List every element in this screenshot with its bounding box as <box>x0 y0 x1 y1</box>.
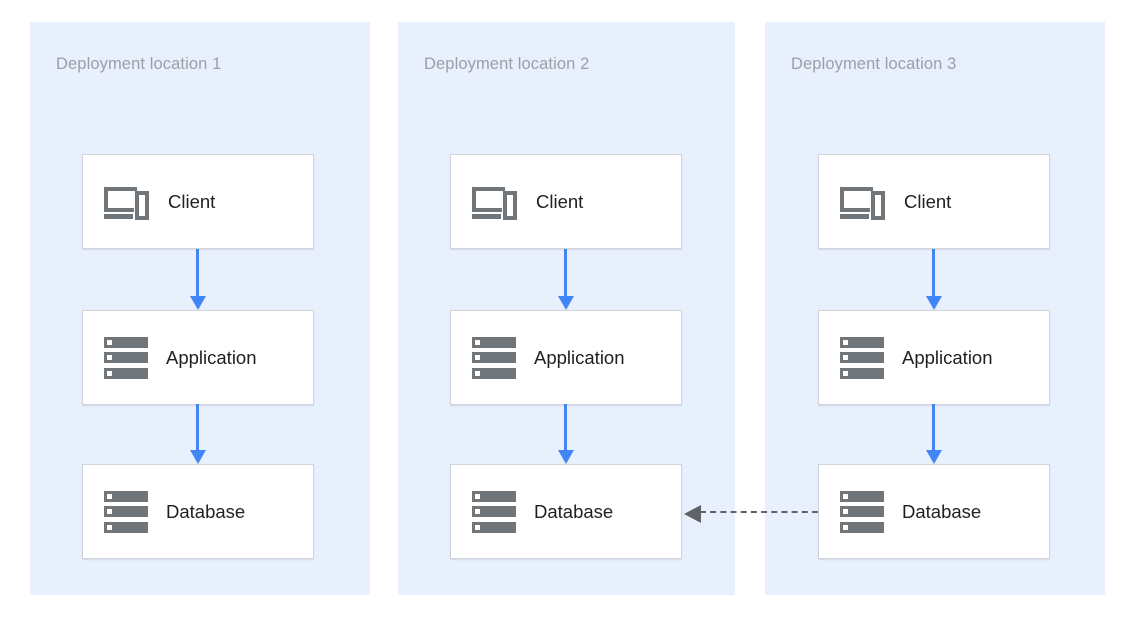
node-application-2[interactable]: Application <box>450 310 682 405</box>
server-icon <box>472 490 516 533</box>
server-icon <box>104 490 148 533</box>
node-label-database-3: Database <box>902 500 982 522</box>
node-label-application-1: Application <box>166 346 257 368</box>
node-label-application-3: Application <box>902 346 993 368</box>
node-application-3[interactable]: Application <box>818 310 1050 405</box>
arrow-client-to-application-2 <box>564 249 567 297</box>
arrow-application-to-database-2 <box>564 404 567 451</box>
client-devices-icon <box>840 183 886 221</box>
node-database-1[interactable]: Database <box>82 464 314 559</box>
node-application-1[interactable]: Application <box>82 310 314 405</box>
arrow-application-to-database-3 <box>932 404 935 451</box>
server-icon <box>472 336 516 379</box>
node-label-database-2: Database <box>534 500 614 522</box>
node-database-2[interactable]: Database <box>450 464 682 559</box>
replication-arrow-db3-to-db2 <box>684 505 818 523</box>
arrow-client-to-application-1 <box>196 249 199 297</box>
panel-title-3: Deployment location 3 <box>791 55 957 73</box>
panel-title-2: Deployment location 2 <box>424 55 590 73</box>
server-icon <box>840 490 884 533</box>
node-label-database-1: Database <box>166 500 246 522</box>
server-icon <box>840 336 884 379</box>
client-devices-icon <box>472 183 518 221</box>
node-label-client-2: Client <box>536 190 584 212</box>
node-label-application-2: Application <box>534 346 625 368</box>
node-label-client-1: Client <box>168 190 216 212</box>
server-icon <box>104 336 148 379</box>
arrow-application-to-database-1 <box>196 404 199 451</box>
client-devices-icon <box>104 183 150 221</box>
node-client-1[interactable]: Client <box>82 154 314 249</box>
arrow-client-to-application-3 <box>932 249 935 297</box>
node-database-3[interactable]: Database <box>818 464 1050 559</box>
node-label-client-3: Client <box>904 190 952 212</box>
panel-title-1: Deployment location 1 <box>56 55 222 73</box>
node-client-2[interactable]: Client <box>450 154 682 249</box>
node-client-3[interactable]: Client <box>818 154 1050 249</box>
